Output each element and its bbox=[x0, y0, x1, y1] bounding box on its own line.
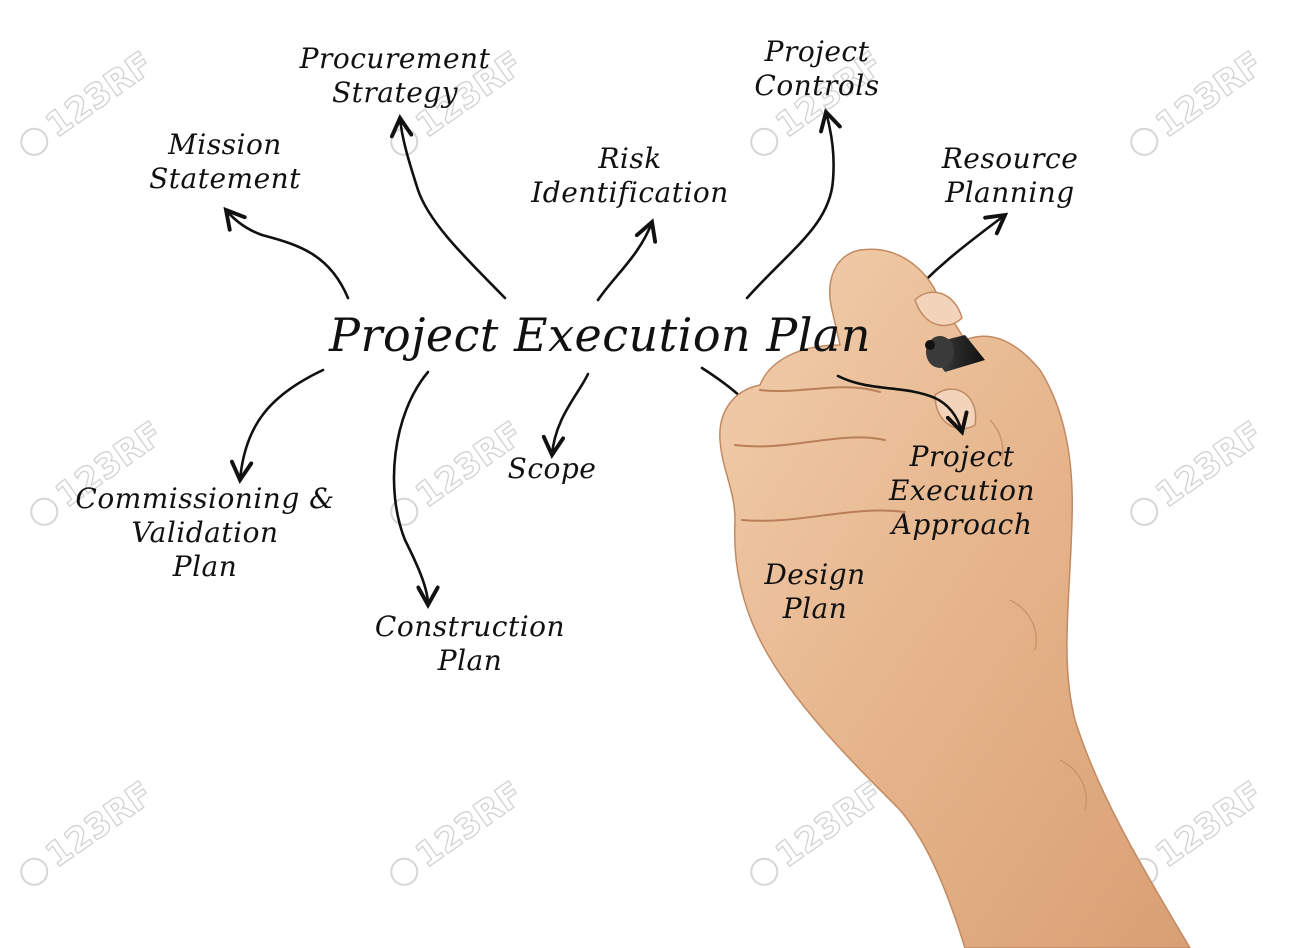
arrow-to-commissioning-plan bbox=[240, 368, 325, 480]
arrow-to-procurement-strategy bbox=[400, 118, 507, 300]
node-procurement-strategy: Procurement Strategy bbox=[299, 42, 491, 109]
hand-icon bbox=[719, 248, 1191, 948]
node-construction-plan: Construction Plan bbox=[374, 610, 566, 677]
arrow-to-risk-identification bbox=[596, 222, 652, 302]
arrow-to-scope bbox=[552, 372, 590, 455]
node-commissioning-validation-plan: Commissioning & Validation Plan bbox=[75, 482, 335, 583]
arrow-to-project-controls bbox=[745, 112, 834, 300]
arrow-to-construction-plan bbox=[392, 370, 428, 605]
node-project-controls: Project Controls bbox=[754, 35, 880, 102]
arrow-to-project-execution-approach bbox=[836, 374, 962, 432]
node-risk-identification: Risk Identification bbox=[531, 142, 729, 209]
node-resource-planning: Resource Planning bbox=[941, 142, 1079, 209]
node-scope: Scope bbox=[507, 452, 597, 485]
marker-pen-icon bbox=[925, 335, 985, 372]
node-design-plan: Design Plan bbox=[764, 558, 866, 625]
arrow-to-mission-statement bbox=[226, 210, 350, 300]
node-mission-statement: Mission Statement bbox=[149, 128, 301, 195]
node-project-execution-approach: Project Execution Approach bbox=[888, 440, 1036, 541]
diagram-title: Project Execution Plan bbox=[329, 308, 871, 362]
